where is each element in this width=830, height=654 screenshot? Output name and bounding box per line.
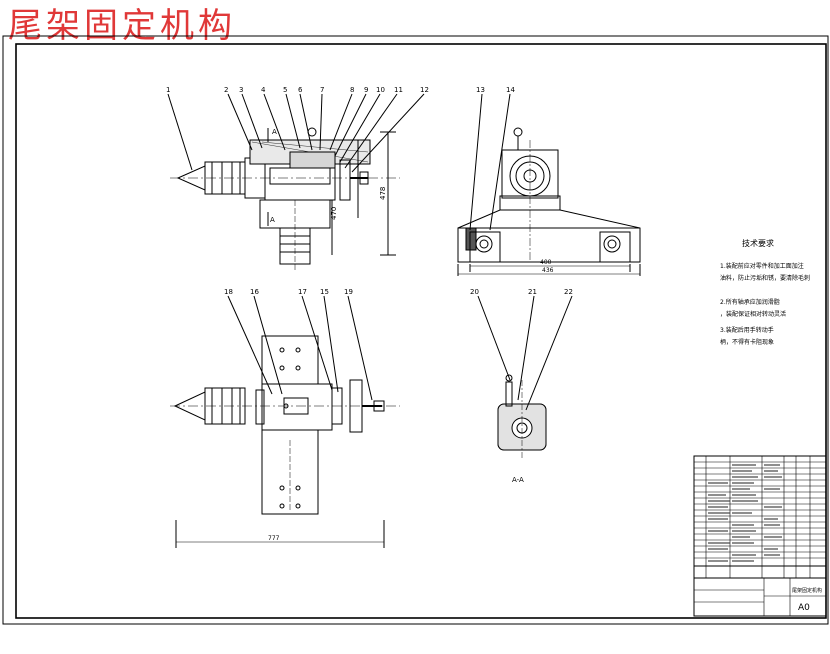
tech-item-1b: 油料，防止污垢和锈，要清除毛刺 <box>720 274 810 282</box>
part-1: 1 <box>166 86 170 94</box>
inner-frame <box>15 43 827 619</box>
part-7: 7 <box>320 86 324 94</box>
dim-436: 436 <box>542 267 554 274</box>
section-label-aa: A-A <box>512 476 524 484</box>
title-block <box>693 455 827 617</box>
part-5: 5 <box>283 86 287 94</box>
tech-item-3b: 柄，不得有卡阻现象 <box>720 338 774 346</box>
tech-item-1a: 1.装配前应对零件和加工面加注 <box>720 262 804 270</box>
dim-470: 470 <box>330 207 338 220</box>
part-21: 21 <box>528 288 537 296</box>
dim-478: 478 <box>379 187 387 200</box>
part-4: 4 <box>261 86 266 94</box>
tech-item-3a: 3.装配后用手转动手 <box>720 326 774 334</box>
part-18: 18 <box>224 288 233 296</box>
part-2: 2 <box>224 86 228 94</box>
part-9: 9 <box>364 86 368 94</box>
bottom-left-view <box>170 295 400 548</box>
part-14: 14 <box>506 86 515 94</box>
top-left-view <box>167 93 425 270</box>
bottom-view-labels: 18 16 17 15 19 777 <box>224 288 353 542</box>
part-6: 6 <box>298 86 303 94</box>
section-marker-a-bottom: A <box>270 216 275 224</box>
right-view-labels: 13 14 400 436 <box>476 86 554 274</box>
tech-requirements: 技术要求 1.装配前应对零件和加工面加注 油料，防止污垢和锈，要清除毛刺 2.所… <box>720 238 810 346</box>
tech-item-2a: 2.所有轴承应加润滑脂 <box>720 298 780 306</box>
part-3: 3 <box>239 86 243 94</box>
dim-400: 400 <box>540 259 552 266</box>
top-right-view <box>457 93 641 276</box>
part-8: 8 <box>350 86 354 94</box>
part-15: 15 <box>320 288 329 296</box>
top-view-labels: 1 2 3 4 5 6 7 8 9 10 11 12 A A 478 470 <box>166 86 429 224</box>
drawing-title: 尾架固定机构 <box>8 6 236 46</box>
part-13: 13 <box>476 86 485 94</box>
part-17: 17 <box>298 288 307 296</box>
section-view <box>477 295 573 458</box>
part-12: 12 <box>420 86 429 94</box>
tech-heading: 技术要求 <box>742 238 774 248</box>
title-block-labels: A0 尾架固定机构 <box>792 587 822 613</box>
outer-frame <box>2 35 829 625</box>
title-block-name: 尾架固定机构 <box>792 587 822 594</box>
dim-777: 777 <box>268 535 280 542</box>
section-view-labels: 20 21 22 A-A <box>470 288 573 484</box>
part-20: 20 <box>470 288 479 296</box>
part-22: 22 <box>564 288 573 296</box>
part-10: 10 <box>376 86 385 94</box>
part-16: 16 <box>250 288 259 296</box>
part-19: 19 <box>344 288 353 296</box>
tech-item-2b: ，装配保证相对转动灵活 <box>720 310 786 318</box>
section-marker-a-top: A <box>272 128 277 136</box>
part-11: 11 <box>394 86 403 94</box>
sheet-size: A0 <box>798 603 810 613</box>
